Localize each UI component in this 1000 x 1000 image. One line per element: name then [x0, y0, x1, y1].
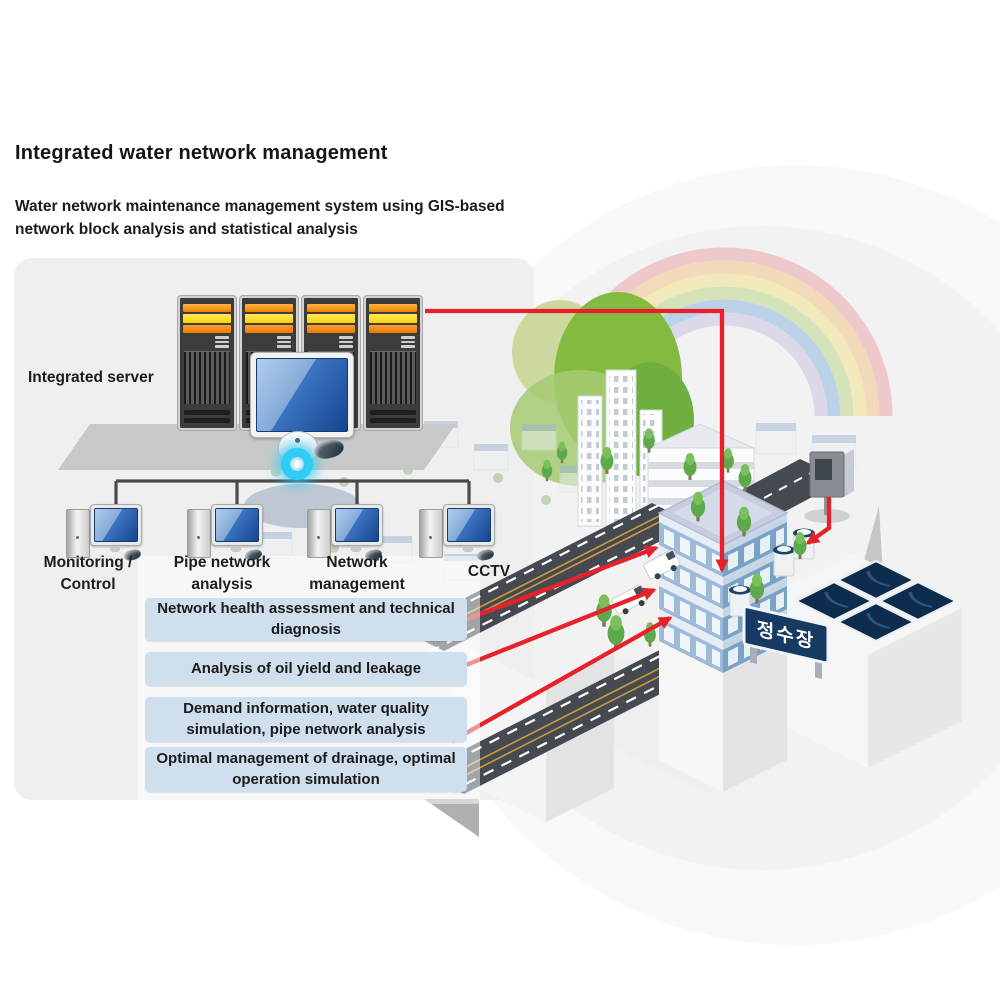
- mouse-icon: [476, 548, 495, 562]
- integrated-server-label: Integrated server: [28, 369, 154, 386]
- pc-tower-icon: [307, 509, 331, 558]
- monitor-icon: [331, 504, 383, 546]
- server-rack-icon: [364, 296, 422, 430]
- monitor-stand: [110, 546, 120, 552]
- page-subtitle: Water network maintenance management sys…: [15, 198, 505, 238]
- monitor-stand: [463, 546, 473, 552]
- page-title: Integrated water network management: [15, 142, 388, 164]
- workstation-pipe-analysis: [187, 504, 271, 562]
- pc-tower-icon: [187, 509, 211, 558]
- plant-sign: 정수장: [742, 605, 830, 680]
- monitor-icon: [90, 504, 142, 546]
- red-connection-lines: [425, 308, 832, 743]
- monitor-icon: [211, 504, 263, 546]
- water-basins: [793, 559, 959, 643]
- function-box-demand-info: Demand information, water quality simula…: [145, 696, 467, 742]
- pc-tower-icon: [419, 509, 443, 558]
- monitor-stand: [231, 546, 241, 552]
- monitor-icon: [443, 504, 495, 546]
- hub-glow-icon: [281, 448, 313, 480]
- workstation-label-network-management: Network management: [309, 554, 405, 593]
- workstation-label-cctv: CCTV: [467, 563, 511, 580]
- pc-tower-icon: [66, 509, 90, 558]
- folded-corner: [424, 799, 479, 837]
- function-box-drainage: Optimal management of drainage, optimal …: [145, 746, 467, 792]
- server-monitor-icon: [250, 352, 354, 438]
- monitor-stand: [351, 546, 361, 552]
- workstation-label-pipe-analysis: Pipe network analysis: [173, 554, 271, 593]
- server-platform: [58, 424, 456, 470]
- server-rack-icon: [178, 296, 236, 430]
- workstation-network-management: [307, 504, 391, 562]
- workstation-label-monitoring: Monitoring / Control: [43, 554, 133, 593]
- function-box-oil-yield: Analysis of oil yield and leakage: [145, 651, 467, 686]
- workstation-monitoring: [66, 504, 150, 562]
- workstation-cctv: [419, 504, 503, 562]
- function-box-network-health: Network health assessment and technical …: [145, 597, 467, 641]
